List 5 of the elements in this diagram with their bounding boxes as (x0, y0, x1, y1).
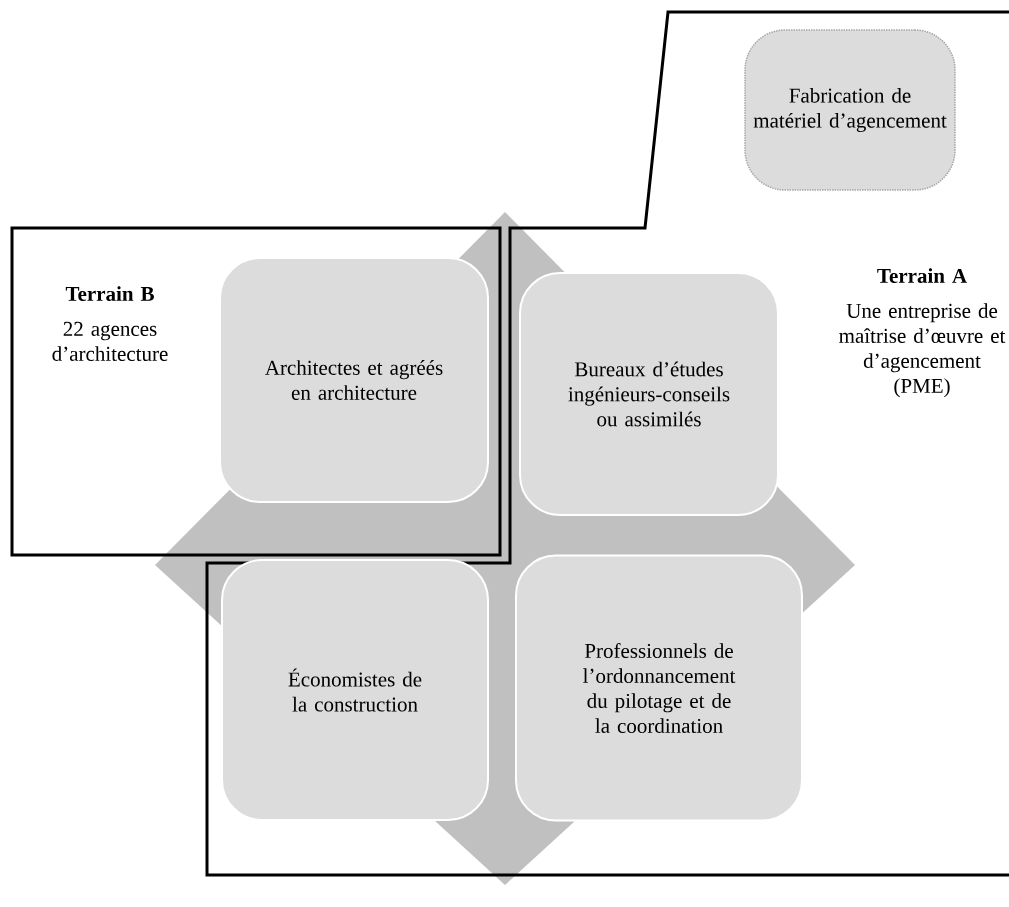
rounded-box: Architectes et agréés en architecture (219, 257, 489, 503)
rounded-box: Économistes de la construction (221, 559, 489, 821)
rounded-box: Professionnels de l’ordonnancement du pilotage et de la coordination (515, 554, 803, 822)
rounded-box: Fabrication de matériel d’agencement (744, 29, 956, 191)
rounded-box: Bureaux d’études ingénieurs-conseils ou assimilés (519, 272, 779, 516)
